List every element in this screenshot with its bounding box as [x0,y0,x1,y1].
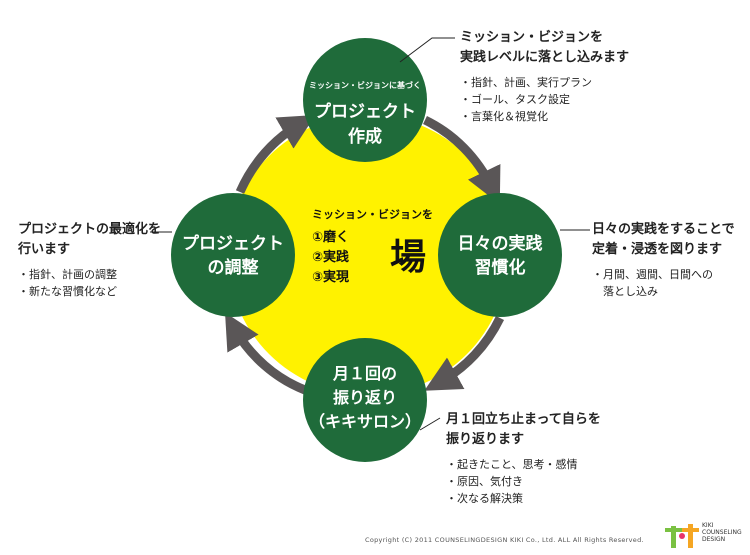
node-right-text: 日々の実践 習慣化 [438,232,562,280]
node-top-text: ミッション・ビジョンに基づく プロジェクト 作成 [303,80,427,147]
leader-bottom [419,417,441,431]
note-head: 月１回立ち止まって自らを [446,412,601,427]
note-item: ・起きたこと、思考・感情 [446,458,578,471]
center-item: ①磨く [312,230,350,245]
note-item: ・指針、計画の調整 [18,268,117,281]
center-circle [228,115,508,395]
center-title: ミッション・ビジョンを [312,208,433,221]
arrow-top-to-right [422,115,501,205]
node-bottom-line2: 振り返り [332,388,397,407]
node-bottom-line1: 月１回の [332,364,397,383]
note-head: 日々の実践をすることで [592,222,735,237]
note-bottom: 月１回立ち止まって自らを 振り返ります ・起きたこと、思考・感情 ・原因、気付き… [446,410,601,507]
node-left [171,193,295,317]
note-item: ・ゴール、タスク設定 [460,93,570,106]
node-left-line1: プロジェクト [182,234,284,254]
node-top-sub: ミッション・ビジョンに基づく [309,81,421,90]
note-item: ・月間、週間、日間への [592,268,713,281]
node-right-line1: 日々の実践 [457,234,543,254]
node-left-line2: の調整 [207,258,259,278]
note-left: プロジェクトの最適化を 行います ・指針、計画の調整 ・新たな習慣化など [18,220,161,300]
logo-text: KIKI COUNSELING DESIGN [702,522,742,543]
note-item: 落とし込み [592,285,658,298]
kiki-logo: KIKI COUNSELING DESIGN [664,520,744,548]
node-top-line2: 作成 [348,127,382,147]
note-head: プロジェクトの最適化を [18,222,162,237]
copyright: Copyright (C) 2011 COUNSELINGDESIGN KIKI… [365,536,644,544]
node-top-line1: プロジェクト [314,102,416,122]
note-head: 定着・浸透を図ります [592,242,723,257]
center-item: ③実現 [312,270,350,285]
center-big-char: 場 [390,237,427,278]
center-item: ②実践 [312,250,350,265]
node-bottom-line3: （キキサロン） [308,412,421,431]
note-head: 実践レベルに落とし込みます [460,50,630,65]
note-item: ・新たな習慣化など [18,285,117,298]
center-text: ミッション・ビジョンを ①磨く ②実践 ③実現 場 [312,206,433,288]
note-item: ・言葉化＆視覚化 [460,110,548,123]
note-head: ミッション・ビジョンを [460,30,604,45]
node-bottom [303,338,427,462]
node-left-text: プロジェクト の調整 [171,232,295,280]
note-head: 振り返ります [446,432,525,447]
note-head: 行います [18,242,71,257]
note-item: ・原因、気付き [446,475,523,488]
tree-logo-icon [665,524,699,548]
node-top [303,38,427,162]
note-top: ミッション・ビジョンを 実践レベルに落とし込みます ・指針、計画、実行プラン ・… [460,28,629,125]
node-right [438,193,562,317]
node-right-line2: 習慣化 [474,258,526,278]
node-bottom-text: 月１回の 振り返り （キキサロン） [303,362,427,434]
arrow-bottom-to-left [224,312,307,395]
arrow-right-to-bottom [424,315,505,391]
note-item: ・次なる解決策 [446,492,523,505]
arrow-left-to-top [235,114,316,194]
note-right: 日々の実践をすることで 定着・浸透を図ります ・月間、週間、日間への 落とし込み [592,220,735,300]
note-item: ・指針、計画、実行プラン [460,76,592,89]
leader-top [399,37,455,63]
